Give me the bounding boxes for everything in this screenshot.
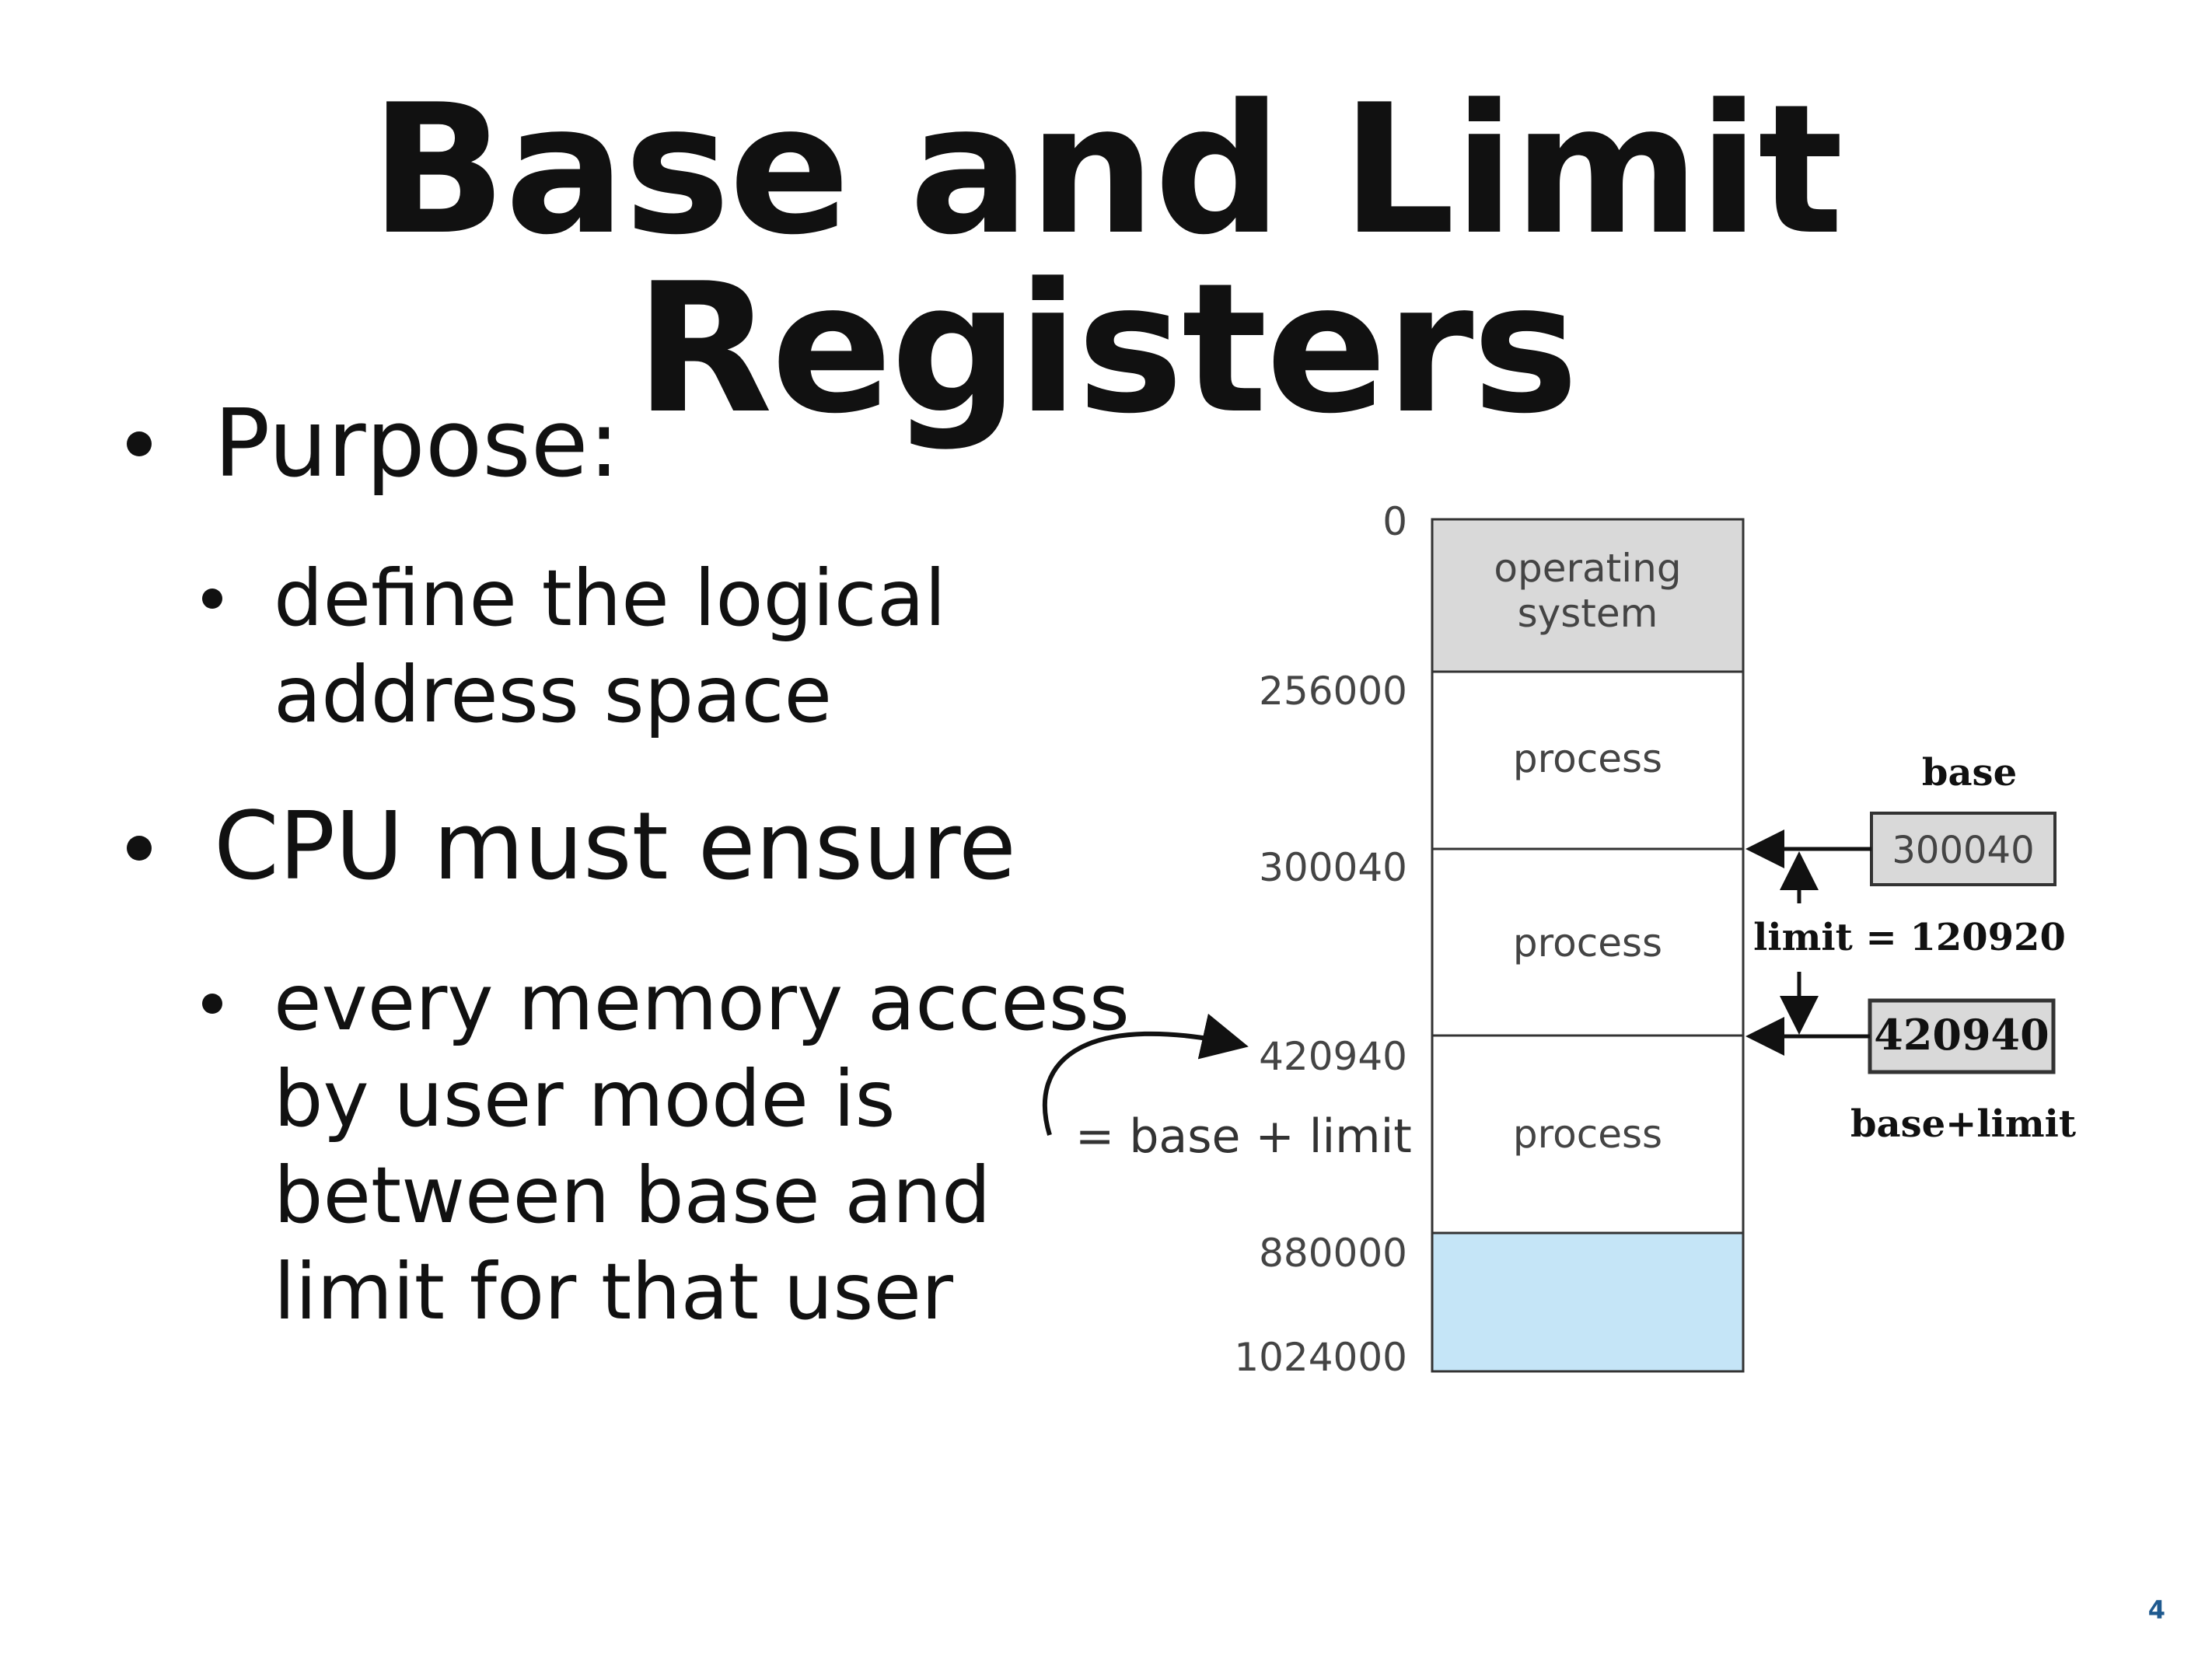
base-register-box bbox=[1870, 812, 2056, 886]
base-register-value: 300040 bbox=[1892, 829, 2034, 872]
sub-bullet-line: by user mode is bbox=[274, 1053, 896, 1144]
address-label: 420940 bbox=[1259, 1034, 1407, 1079]
sub-bullet-dot-icon bbox=[202, 589, 222, 609]
base-register-label: base bbox=[1922, 751, 2017, 795]
sub-bullet-line: address space bbox=[274, 649, 833, 740]
segment-label: system bbox=[1518, 591, 1658, 636]
address-label: 0 bbox=[1382, 499, 1407, 544]
segment-operating-system bbox=[1431, 518, 1745, 673]
sub-bullet-line: define the logical bbox=[274, 553, 946, 644]
address-label: 1024000 bbox=[1234, 1335, 1407, 1380]
annotation-text: = base + limit bbox=[1075, 1109, 1412, 1164]
limit-register-label: base+limit bbox=[1850, 1102, 2076, 1146]
address-label: 300040 bbox=[1259, 845, 1407, 890]
bullet-dot-icon bbox=[127, 431, 152, 456]
segment-label: operating bbox=[1494, 546, 1681, 591]
limit-register-box bbox=[1868, 998, 2056, 1074]
page-number: 4 bbox=[2147, 1595, 2165, 1625]
bullet-dot-icon bbox=[127, 836, 152, 861]
annotation-curved-arrow-icon bbox=[1042, 1013, 1249, 1136]
sub-bullet-line: every memory access bbox=[274, 957, 1130, 1048]
segment-label: process bbox=[1513, 736, 1662, 781]
segment-label: process bbox=[1513, 1112, 1662, 1157]
limit-span-label: limit = 120920 bbox=[1753, 916, 2066, 959]
sub-bullet-dot-icon bbox=[202, 994, 222, 1014]
bullet-purpose: Purpose: bbox=[214, 390, 620, 498]
segment-free bbox=[1431, 1231, 1745, 1373]
segment-process-3 bbox=[1431, 1034, 1745, 1235]
sub-bullet-line: between base and bbox=[274, 1150, 991, 1241]
address-label: 256000 bbox=[1259, 669, 1407, 714]
bullet-cpu-must-ensure: CPU must ensure bbox=[214, 793, 1016, 901]
slide-title: Base and Limit Registers bbox=[370, 67, 1843, 453]
address-label: 880000 bbox=[1259, 1231, 1407, 1276]
limit-register-value: 420940 bbox=[1874, 1010, 2049, 1060]
memory-column bbox=[1431, 518, 1745, 1373]
segment-label: process bbox=[1513, 920, 1662, 966]
segment-process-2 bbox=[1431, 847, 1745, 1037]
sub-bullet-line: limit for that user bbox=[274, 1246, 954, 1337]
